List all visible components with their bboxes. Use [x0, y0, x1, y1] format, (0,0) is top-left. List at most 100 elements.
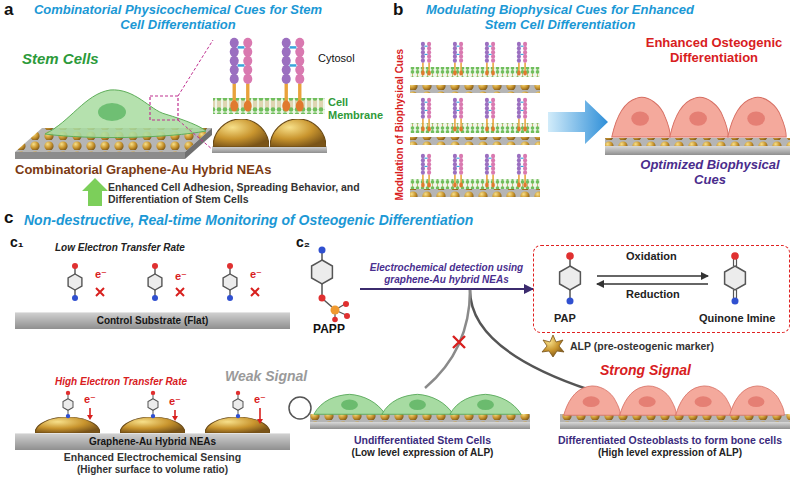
up-arrow: [82, 178, 108, 206]
pap-molecule: [63, 391, 73, 419]
big-arrow: [548, 100, 608, 144]
stem-cell: [450, 394, 521, 414]
nitrogen-atom: [732, 298, 739, 305]
oxygen-atom: [332, 317, 338, 323]
edge-label: Electrochemical detection using graphene…: [363, 262, 530, 285]
integrin-protein: [453, 154, 463, 188]
nea-strip: [605, 138, 790, 146]
oxidation-arrow: [597, 275, 708, 277]
cell-nucleus: [98, 103, 126, 121]
node-label: PAPP: [298, 323, 360, 337]
node-label: Oxidation: [626, 250, 677, 263]
alp-enzyme: [542, 335, 564, 357]
graphene-layer: [212, 146, 327, 153]
node-label: Graphene-Au Hybrid NEAs: [19, 436, 286, 448]
panel-letter: c: [4, 208, 13, 228]
part-label: Stem Cells: [22, 50, 99, 67]
integrin-protein: [517, 42, 527, 76]
nea-strip: [410, 137, 540, 145]
pap-molecule: [148, 391, 158, 419]
node-label: Control Substrate (Flat): [19, 315, 286, 327]
electron-arrow: [174, 410, 176, 416]
bond: [321, 253, 323, 260]
oxygen-atom: [343, 301, 349, 307]
osteoblast-cell: [564, 386, 621, 415]
reaction-box: OxidationReductionPAPQuinone Imine: [533, 245, 790, 333]
double-bond: [733, 259, 734, 266]
rate-label: Low Electron Transfer Rate: [55, 242, 185, 254]
zoom-line: [178, 120, 213, 150]
panel-letter: b: [393, 0, 403, 20]
electron-arrow: [172, 416, 178, 421]
integrin-protein: [517, 154, 527, 188]
substrate-edge: [15, 152, 185, 159]
benzene-ring: [312, 260, 333, 284]
pap-molecule: [148, 263, 162, 301]
nea-strip: [410, 189, 540, 197]
cell-label: (Low level expression of ALP): [315, 447, 530, 459]
result-label: Optimized Biophysical Cues: [630, 158, 790, 188]
zoom-line: [178, 40, 213, 96]
substrate-bar: Control Substrate (Flat): [15, 312, 290, 329]
electron-label: e⁻: [175, 270, 187, 283]
oxygen-atom: [319, 295, 326, 302]
result-label: Enhanced Osteogenic Differentiation: [636, 36, 792, 66]
bond: [324, 300, 332, 307]
pap-molecule: [233, 391, 243, 419]
nitrogen-atom: [567, 298, 574, 305]
note-text: Enhanced Cell Adhesion, Spreading Behavi…: [108, 181, 383, 205]
stem-cell: [314, 394, 385, 414]
nea-strip: [310, 414, 530, 422]
pap-molecule: [68, 263, 82, 301]
stem-cell: [45, 90, 206, 138]
part-label: Combinatorial Graphene-Au Hybrid NEAs: [15, 163, 271, 178]
double-bond: [733, 290, 734, 298]
cross-mark: [176, 288, 184, 296]
oxygen-atom: [731, 252, 739, 260]
axis-label: Modulation of Biophysical Cues: [394, 49, 406, 201]
part-label: ALP (pre-osteogenic marker): [570, 340, 714, 352]
nitrogen-atom: [319, 247, 326, 254]
electron-arrow: [87, 415, 93, 420]
bond: [569, 290, 571, 298]
gold-dome: [120, 417, 185, 433]
integrin-protein: [485, 98, 495, 132]
nea-strip: [410, 85, 540, 93]
electron-label: e⁻: [250, 268, 262, 281]
part-label: Cytosol: [318, 52, 355, 65]
osteoblast-cell: [620, 386, 677, 415]
part-label: Cell Membrane: [328, 96, 386, 121]
integrin-protein: [421, 154, 431, 188]
double-bond: [736, 259, 737, 266]
node-text: Reduction: [626, 288, 680, 301]
integrin-protein: [485, 154, 495, 188]
substrate-slab: [310, 422, 530, 429]
panel-heading: Modulating Biophysical Cues for Enhanced…: [425, 3, 695, 33]
cell-label: (High level expression of ALP): [548, 447, 792, 459]
panel-heading: Non-destructive, Real-time Monitoring of…: [24, 212, 473, 228]
electron-arrow: [257, 419, 263, 424]
integrin-protein: [230, 38, 253, 112]
benzene-ring: [560, 266, 581, 290]
magnifier: [289, 397, 311, 419]
integrin-protein: [421, 98, 431, 132]
integrin-protein: [485, 42, 495, 76]
cross-mark: [453, 336, 465, 348]
oxygen-atom: [566, 252, 574, 260]
integrin-protein: [517, 98, 527, 132]
reduction-arrow: [597, 283, 708, 285]
phosphorus-atom: [331, 306, 340, 315]
stem-cell: [382, 394, 453, 414]
gold-dome: [205, 417, 270, 433]
bond: [321, 284, 323, 295]
integrin-protein: [453, 42, 463, 76]
cell-label: Differentiated Osteoblasts to form bone …: [548, 434, 792, 446]
subpanel-letter: c₂: [296, 234, 310, 250]
cross-mark: [251, 288, 259, 296]
pap-molecule: [223, 263, 237, 301]
substrate-slab: [605, 146, 790, 155]
note-text: Enhanced Electrochemical Sensing: [15, 451, 290, 463]
integrin-protein: [421, 42, 431, 76]
electron-label: e⁻: [169, 395, 181, 408]
note-text: (Higher surface to volume ratio): [15, 464, 290, 476]
